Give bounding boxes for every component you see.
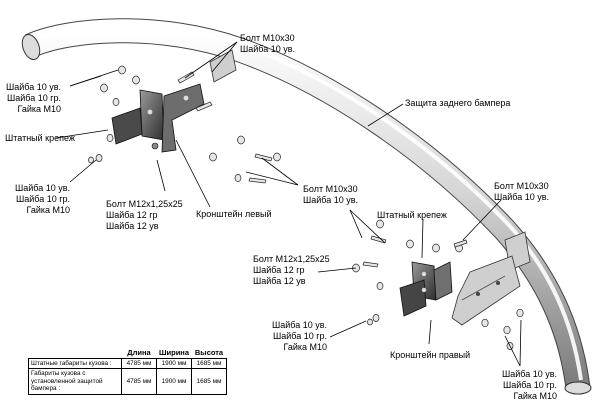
label-bumper-guard: Защита заднего бампера [405,98,511,108]
label-washers-right-bottom: Шайба 10 ув.Шайба 10 гр.Гайка М10 [502,369,558,401]
table-header-row: Длина Ширина Высота [29,349,227,358]
label-bracket-right: Кронштейн правый [390,350,471,360]
bumper-tube [21,18,592,395]
dimensions-table: Длина Ширина Высота Штатные габариты куз… [28,349,227,395]
column-header: Ширина [158,348,190,357]
cell-height: 1685 мм [191,368,227,395]
label-washers-right-mid: Шайба 10 ув.Шайба 10 гр.Гайка М10 [272,320,328,352]
label-bracket-left: Кронштейн левый [196,209,272,219]
hardware [88,65,524,350]
cell-width: 1900 мм [156,357,192,369]
label-washers-left-mid: Шайба 10 ув.Шайба 10 гр.Гайка М10 [15,183,71,215]
left-bracket [111,83,205,153]
label-shtatny-krepezh-left: Штатный крепеж [5,133,75,143]
cell-width: 1900 мм [156,368,192,395]
table-row: Штатные габариты кузова : 4785 мм 1900 м… [28,357,227,369]
column-header: Высота [194,348,224,357]
right-bracket [399,261,453,317]
cell-length: 4785 мм [121,357,157,369]
table-row: Габариты кузова с установленной защитой … [28,368,227,395]
row-label: Габариты кузова с установленной защитой … [28,368,122,395]
label-shtatny-krepezh-right: Штатный крепеж [377,210,447,220]
column-header: Длина [127,348,151,357]
row-label: Штатные габариты кузова : [28,357,122,369]
label-washers-left-top: Шайба 10 ув.Шайба 10 гр.Гайка М10 [6,82,62,114]
cell-height: 1685 мм [191,357,227,369]
leader-lines [55,41,522,367]
cell-length: 4785 мм [121,368,157,395]
right-side-plate [451,255,521,326]
